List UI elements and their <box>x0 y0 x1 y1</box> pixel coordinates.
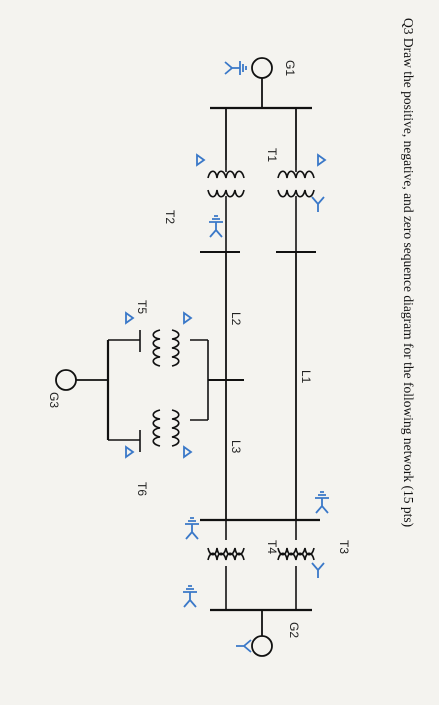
generator-g1 <box>251 57 273 108</box>
label-l2: L2 <box>229 312 243 326</box>
t2-delta-symbol <box>196 154 205 166</box>
generator-g2 <box>251 635 273 657</box>
transformer-t3 <box>277 547 315 610</box>
transformer-t6 <box>152 409 180 447</box>
label-l3: L3 <box>229 440 243 454</box>
t4-grounded-wye-symbol-bottom <box>182 585 198 608</box>
label-g2: G2 <box>287 622 301 638</box>
t3-wye-symbol <box>311 562 325 579</box>
t1-delta-symbol <box>317 154 326 166</box>
label-g3: G3 <box>47 392 61 408</box>
question-text: Q3 Draw the positive, negative, and zero… <box>401 18 416 527</box>
t5-delta-symbol-2 <box>125 312 134 324</box>
label-t2: T2 <box>163 210 177 224</box>
t6-delta-symbol-2 <box>125 446 134 458</box>
t6-delta-symbol <box>183 446 192 458</box>
t4-grounded-wye-symbol-top <box>184 517 200 540</box>
label-t6: T6 <box>135 482 149 496</box>
label-t1: T1 <box>265 148 279 162</box>
generator-g3 <box>55 369 77 391</box>
label-t4: T4 <box>265 540 279 554</box>
label-t3: T3 <box>337 540 351 554</box>
t1-wye-symbol <box>311 196 325 213</box>
t3-grounded-wye-symbol <box>314 491 330 514</box>
transformer-t1 <box>277 160 315 240</box>
transformer-t2 <box>207 160 245 220</box>
t2-grounded-wye-symbol <box>208 215 224 238</box>
t5-delta-symbol <box>183 312 192 324</box>
transformer-t4 <box>207 547 245 610</box>
label-l1: L1 <box>299 370 313 384</box>
label-t5: T5 <box>135 300 149 314</box>
g1-grounded-wye-symbol <box>224 60 247 76</box>
transformer-t5 <box>152 329 180 367</box>
g2-wye-symbol <box>235 639 252 653</box>
label-g1: G1 <box>283 60 297 76</box>
